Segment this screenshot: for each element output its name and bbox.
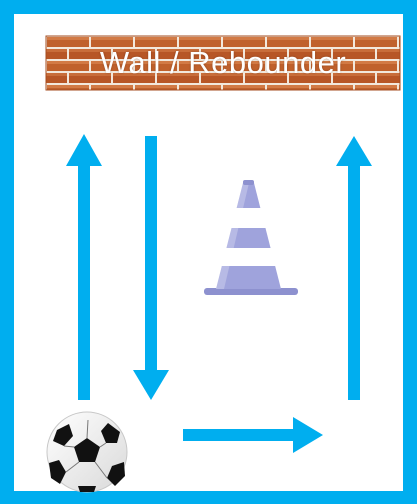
arrow-up-left bbox=[66, 134, 102, 400]
arrow-down-center bbox=[133, 136, 169, 400]
traffic-cone-icon bbox=[204, 180, 298, 295]
soccer-ball-icon bbox=[47, 412, 127, 492]
wall-label: Wall / Rebounder bbox=[46, 36, 400, 90]
arrow-up-right bbox=[336, 136, 372, 400]
arrow-right-bottom bbox=[183, 417, 323, 453]
